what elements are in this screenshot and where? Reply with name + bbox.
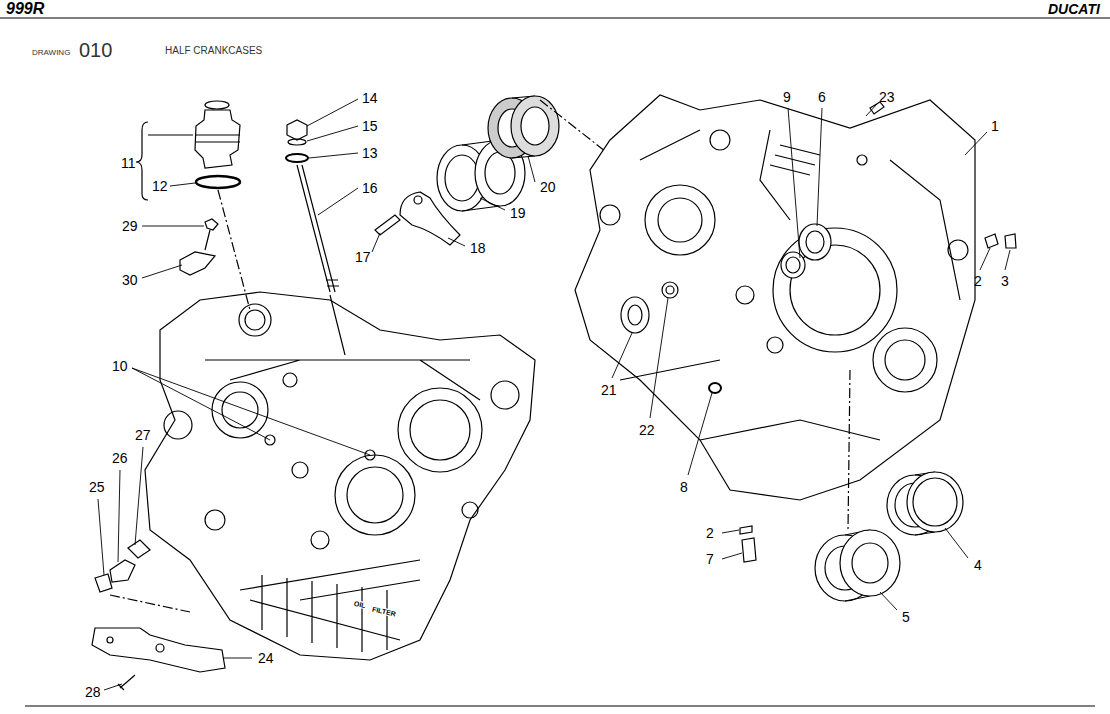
callout-number: 7 [706,552,714,566]
callout-number: 25 [89,480,105,494]
callout-number: 20 [540,180,556,194]
callout-number: 27 [135,428,151,442]
callout-number: 14 [362,91,378,105]
callout-number: 5 [902,610,910,624]
callout-number: 13 [362,146,378,160]
callout-number: 21 [601,383,617,397]
callout-number: 18 [470,241,486,255]
callout-number: 11 [121,156,136,170]
callout-number: 6 [818,90,826,104]
callout-number: 4 [974,558,982,572]
callout-number: 15 [362,119,378,133]
drawing-number: 010 [79,40,112,60]
callout-number: 29 [122,219,138,233]
callout-number: 9 [783,90,791,104]
model-name: 999R [6,1,44,17]
callout-number: 10 [112,359,128,373]
drawing-title: HALF CRANKCASES [165,46,262,56]
callout-number: 16 [362,181,378,195]
callout-number: 19 [510,206,526,220]
callout-number: 23 [879,90,895,104]
callout-number: 1 [991,119,999,133]
callout-number: 12 [152,179,168,193]
drawing-label: DRAWING [32,49,70,57]
callout-number: 17 [355,250,371,264]
callout-number: 28 [85,685,101,699]
callout-number: 8 [680,480,688,494]
callout-number: 2 [706,526,714,540]
callout-number: 30 [122,273,138,287]
brand-name: DUCATI [1048,2,1100,16]
callout-number: 2 [974,274,982,288]
callout-number: 3 [1001,274,1009,288]
callout-number: 26 [112,451,128,465]
callout-number: 22 [639,423,655,437]
callout-number: 24 [258,651,274,665]
